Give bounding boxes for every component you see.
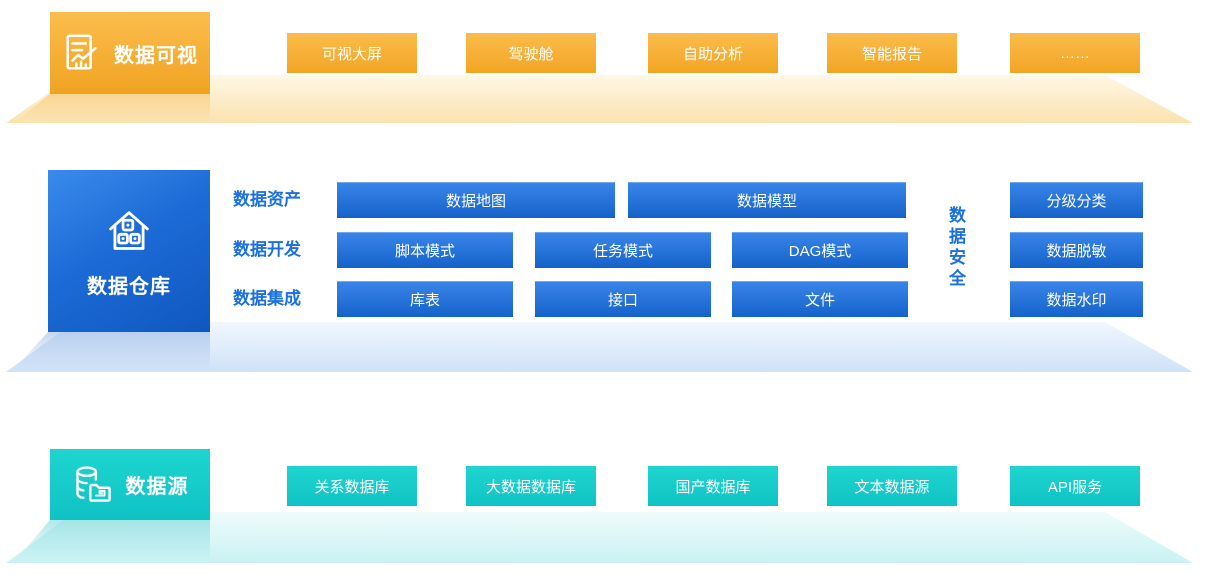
- warehouse-title: 数据仓库: [87, 275, 171, 298]
- row-label-data-assets: 数据资产: [233, 190, 301, 209]
- warehouse-item-button[interactable]: 库表: [337, 281, 513, 317]
- row-label-data-development: 数据开发: [233, 240, 301, 259]
- visualization-item-button[interactable]: 驾驶舱: [466, 33, 596, 73]
- visualization-item-button[interactable]: 自助分析: [648, 33, 778, 73]
- source-item-button[interactable]: 大数据数据库: [466, 466, 596, 506]
- source-item-button[interactable]: 文本数据源: [827, 466, 957, 506]
- visualization-main-box[interactable]: 数据可视: [50, 12, 210, 94]
- security-item-button[interactable]: 数据水印: [1010, 281, 1143, 317]
- warehouse-item-button[interactable]: 数据模型: [628, 182, 906, 218]
- warehouse-item-button[interactable]: 文件: [732, 281, 908, 317]
- report-chart-icon: [62, 32, 104, 74]
- security-label: 数据安全: [946, 206, 965, 290]
- warehouse-item-button[interactable]: DAG模式: [732, 232, 908, 268]
- warehouse-item-button[interactable]: 数据地图: [337, 182, 615, 218]
- security-item-button[interactable]: 数据脱敏: [1010, 232, 1143, 268]
- source-main-box[interactable]: 数据源: [50, 449, 210, 520]
- source-item-button[interactable]: 国产数据库: [648, 466, 778, 506]
- database-folder-icon: [72, 463, 116, 507]
- security-item-button[interactable]: 分级分类: [1010, 182, 1143, 218]
- warehouse-main-box[interactable]: 数据仓库: [48, 170, 210, 332]
- warehouse-item-button[interactable]: 脚本模式: [337, 232, 513, 268]
- visualization-item-button[interactable]: 可视大屏: [287, 33, 417, 73]
- visualization-item-button[interactable]: 智能报告: [827, 33, 957, 73]
- source-platform: [6, 512, 1193, 563]
- source-title: 数据源: [125, 476, 189, 498]
- row-label-data-integration: 数据集成: [233, 289, 301, 308]
- warehouse-item-button[interactable]: 任务模式: [535, 232, 711, 268]
- visualization-item-button-more[interactable]: ……: [1010, 33, 1140, 73]
- source-item-button[interactable]: API服务: [1010, 466, 1140, 506]
- visualization-title: 数据可视: [114, 44, 198, 67]
- warehouse-item-button[interactable]: 接口: [535, 281, 711, 317]
- source-item-button[interactable]: 关系数据库: [287, 466, 417, 506]
- warehouse-icon: [103, 204, 155, 256]
